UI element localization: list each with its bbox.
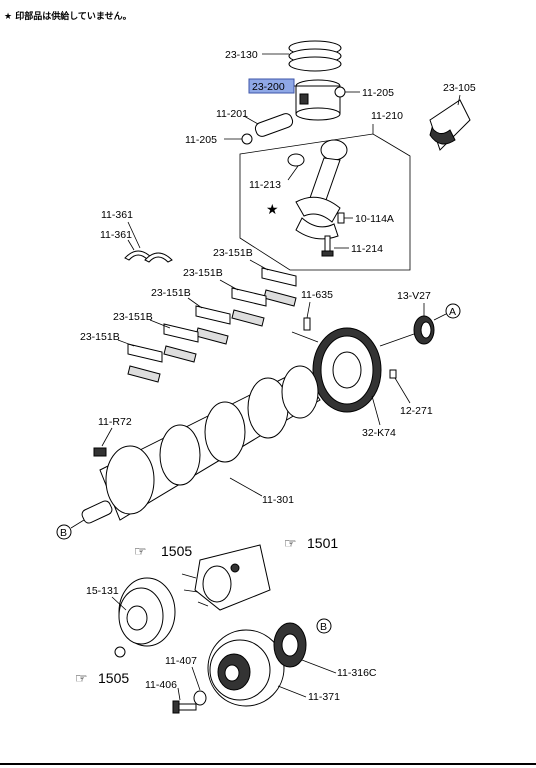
- main-bearing-2[interactable]: [231, 287, 267, 327]
- label-11-205-left[interactable]: 11-205: [185, 134, 217, 146]
- marker-a-text: A: [449, 306, 456, 318]
- label-23-105[interactable]: 23-105: [443, 82, 476, 94]
- conrod-bolt[interactable]: [321, 235, 334, 257]
- label-11-r72[interactable]: 11-R72: [98, 416, 132, 428]
- label-11-407[interactable]: 11-407: [165, 655, 197, 667]
- marker-b-right-text: B: [320, 621, 327, 633]
- connecting-rod-bearing[interactable]: [429, 99, 471, 151]
- label-11-210[interactable]: 11-210: [371, 110, 403, 122]
- label-11-205-right[interactable]: 11-205: [362, 87, 394, 99]
- ring-gear[interactable]: [312, 327, 382, 413]
- pulley-washer[interactable]: [193, 690, 207, 706]
- main-bearing-5[interactable]: [127, 343, 163, 383]
- oil-pump[interactable]: [194, 544, 271, 611]
- main-bearing-3[interactable]: [195, 305, 231, 345]
- main-bearing-4[interactable]: [163, 323, 199, 363]
- main-bearing-1[interactable]: [261, 267, 297, 307]
- piston[interactable]: [295, 79, 341, 121]
- pulley-bolt-main[interactable]: [172, 700, 197, 714]
- label-11-371[interactable]: 11-371: [308, 691, 340, 703]
- supply-note: ★ 印部品は供給していません。: [4, 10, 132, 22]
- label-1505-bottom[interactable]: 1505: [98, 670, 129, 686]
- label-11-214[interactable]: 11-214: [351, 243, 383, 255]
- piston-pin[interactable]: [254, 112, 294, 138]
- crankshaft[interactable]: [80, 365, 321, 525]
- label-10-114a[interactable]: 10-114A: [355, 213, 394, 225]
- pulley-bolt[interactable]: [114, 646, 126, 658]
- label-23-151b-1[interactable]: 23-151B: [213, 247, 253, 259]
- small-end-bushing[interactable]: [287, 153, 305, 167]
- label-11-301[interactable]: 11-301: [262, 494, 294, 506]
- label-11-361-bottom[interactable]: 11-361: [100, 229, 132, 241]
- marker-b-right[interactable]: [316, 618, 332, 634]
- marker-b-left[interactable]: [56, 524, 72, 540]
- label-11-361-top[interactable]: 11-361: [101, 209, 133, 221]
- label-23-151b-4[interactable]: 23-151B: [113, 311, 153, 323]
- star-marker: ★: [266, 201, 279, 217]
- label-12-271[interactable]: 12-271: [400, 405, 433, 417]
- thrust-washer-2[interactable]: [144, 252, 173, 263]
- label-23-151b-3[interactable]: 23-151B: [151, 287, 191, 299]
- dowel-pin[interactable]: [337, 212, 345, 224]
- piston-rings[interactable]: [288, 40, 342, 72]
- label-11-316c[interactable]: 11-316C: [337, 667, 377, 679]
- label-13-v27[interactable]: 13-V27: [397, 290, 431, 302]
- label-15-131[interactable]: 15-131: [86, 585, 119, 597]
- pointer-hand-icon-2: ☞: [284, 535, 297, 551]
- woodruff-key[interactable]: [93, 447, 107, 457]
- crank-pulley[interactable]: [207, 629, 285, 707]
- timing-pulley[interactable]: [118, 577, 176, 647]
- label-23-151b-2[interactable]: 23-151B: [183, 267, 223, 279]
- label-23-151b-5[interactable]: 23-151B: [80, 331, 120, 343]
- label-11-406[interactable]: 11-406: [145, 679, 177, 691]
- ring-gear-pin[interactable]: [389, 369, 397, 379]
- label-23-200[interactable]: 23-200: [252, 81, 285, 93]
- marker-b-left-text: B: [60, 527, 67, 539]
- label-11-635[interactable]: 11-635: [301, 289, 333, 301]
- pointer-hand-icon-3: ☞: [75, 670, 88, 686]
- label-1501[interactable]: 1501: [307, 535, 338, 551]
- label-23-130[interactable]: 23-130: [225, 49, 258, 61]
- label-11-213[interactable]: 11-213: [249, 179, 281, 191]
- marker-a[interactable]: [445, 303, 461, 319]
- crank-sprocket[interactable]: [273, 622, 307, 668]
- crankshaft-pin[interactable]: [303, 317, 311, 331]
- pointer-hand-icon-1: ☞: [134, 543, 147, 559]
- snap-ring-right[interactable]: [334, 86, 346, 98]
- snap-ring-left[interactable]: [241, 133, 253, 145]
- label-1505-top[interactable]: 1505: [161, 543, 192, 559]
- label-11-201[interactable]: 11-201: [216, 108, 248, 120]
- connecting-rod[interactable]: [295, 139, 348, 240]
- label-32-k74[interactable]: 32-K74: [362, 427, 396, 439]
